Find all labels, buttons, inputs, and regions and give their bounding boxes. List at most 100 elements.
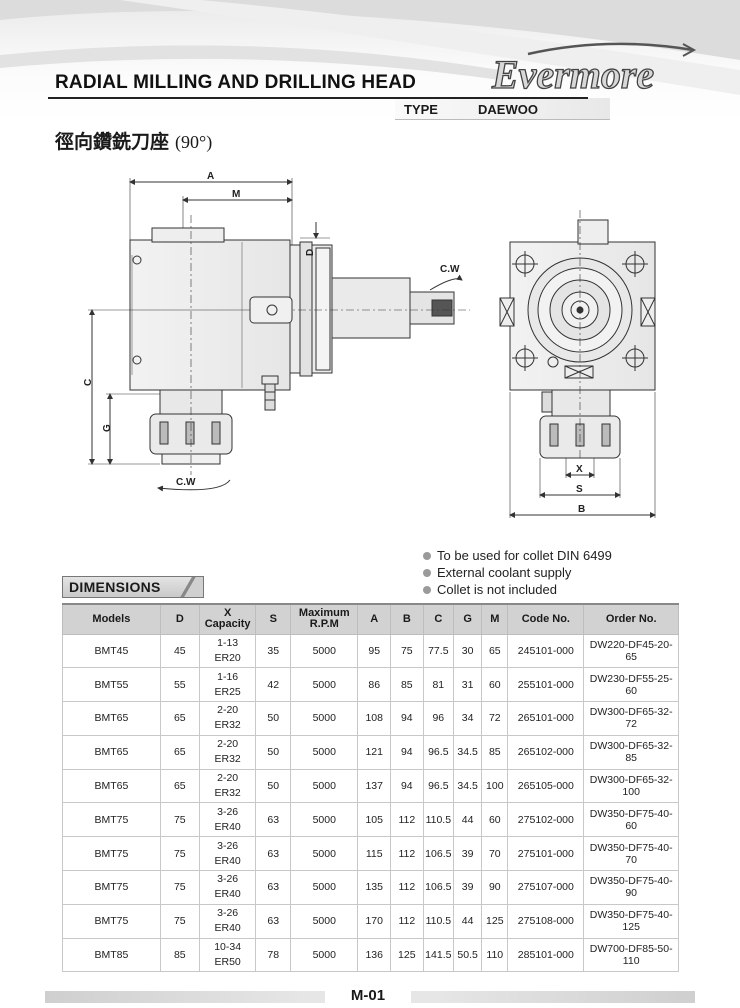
cell-rpm: 5000 — [290, 870, 359, 905]
cell-c: 110.5 — [422, 903, 455, 939]
cell-code: 275108-000 — [507, 903, 585, 939]
cell-order: DW300-DF65-32-85 — [583, 734, 679, 770]
cell-g: 39 — [453, 836, 483, 872]
brand-text: Evermore — [491, 52, 654, 97]
cell-code: 245101-000 — [507, 633, 585, 669]
cell-g: 39 — [453, 870, 483, 905]
cell-c: 96.5 — [422, 734, 455, 770]
cell-g: 50.5 — [453, 937, 483, 973]
cell-rpm: 5000 — [290, 802, 359, 838]
technical-drawing: A M D C.W C G C.W — [83, 171, 656, 518]
cell-a: 137 — [357, 768, 392, 804]
cell-d: 65 — [159, 734, 200, 770]
cell-model: BMT65 — [62, 734, 161, 770]
cell-d: 75 — [159, 836, 200, 872]
cell-b: 112 — [390, 870, 424, 905]
subtitle-angle: (90°) — [175, 132, 213, 152]
cell-s: 63 — [255, 870, 292, 905]
cell-d: 75 — [159, 870, 200, 905]
cell-b: 94 — [390, 734, 424, 770]
cell-b: 94 — [390, 701, 424, 736]
brand-logo: Evermore — [490, 42, 697, 98]
dim-label-a: A — [207, 171, 214, 182]
cell-rpm: 5000 — [290, 734, 359, 770]
cell-c: 106.5 — [422, 870, 455, 905]
subtitle: 徑向鑽銑刀座(90°) — [55, 127, 212, 154]
cell-m: 110 — [481, 937, 509, 973]
cell-c: 77.5 — [422, 633, 455, 669]
cell-rpm: 5000 — [290, 836, 359, 872]
notes-list: To be used for collet DIN 6499 External … — [423, 547, 612, 598]
col-a: A — [357, 603, 392, 635]
col-g: G — [453, 603, 483, 635]
col-code: Code No. — [507, 603, 585, 635]
cell-model: BMT45 — [62, 633, 161, 669]
cell-model: BMT75 — [62, 903, 161, 939]
cell-g: 34.5 — [453, 768, 483, 804]
cell-d: 65 — [159, 701, 200, 736]
cell-s: 35 — [255, 633, 292, 669]
cell-order: DW300-DF65-32-100 — [583, 768, 679, 804]
col-b: B — [390, 603, 424, 635]
cell-model: BMT85 — [62, 937, 161, 973]
dimensions-heading: DIMENSIONS — [62, 576, 204, 598]
cell-s: 50 — [255, 734, 292, 770]
col-models: Models — [62, 603, 161, 635]
cw-label-bottom: C.W — [176, 477, 196, 488]
cell-m: 65 — [481, 633, 509, 669]
cell-s: 50 — [255, 701, 292, 736]
cell-g: 30 — [453, 633, 483, 669]
cell-d: 75 — [159, 802, 200, 838]
side-view — [88, 178, 470, 492]
cell-model: BMT75 — [62, 802, 161, 838]
type-label: TYPE — [404, 102, 438, 117]
cell-model: BMT65 — [62, 768, 161, 804]
cell-rpm: 5000 — [290, 903, 359, 939]
cell-b: 112 — [390, 802, 424, 838]
bullet-icon — [423, 551, 431, 560]
dim-label-b: B — [578, 504, 585, 515]
cell-g: 34.5 — [453, 734, 483, 770]
cell-s: 50 — [255, 768, 292, 804]
front-view — [499, 210, 656, 518]
cell-order: DW300-DF65-32-72 — [583, 701, 679, 736]
subtitle-chinese: 徑向鑽銑刀座 — [55, 131, 170, 153]
cell-d: 85 — [159, 937, 200, 973]
cell-m: 72 — [481, 701, 509, 736]
note-item: Collet is not included — [423, 581, 612, 598]
cell-order: DW220-DF45-20-65 — [583, 633, 679, 669]
cell-a: 136 — [357, 937, 392, 973]
cell-d: 55 — [159, 667, 200, 703]
cell-model: BMT65 — [62, 701, 161, 736]
cell-m: 85 — [481, 734, 509, 770]
cell-m: 125 — [481, 903, 509, 939]
cell-c: 96.5 — [422, 768, 455, 804]
cell-a: 121 — [357, 734, 392, 770]
cell-d: 65 — [159, 768, 200, 804]
bullet-icon — [423, 585, 431, 594]
page-title: RADIAL MILLING AND DRILLING HEAD — [55, 72, 417, 93]
dimensions-heading-text: DIMENSIONS — [69, 579, 161, 595]
cell-s: 78 — [255, 937, 292, 973]
cell-rpm: 5000 — [290, 768, 359, 804]
header-swoosh — [0, 0, 740, 95]
cell-a: 105 — [357, 802, 392, 838]
col-s: S — [255, 603, 292, 635]
cell-order: DW350-DF75-40-90 — [583, 870, 679, 905]
cell-c: 96 — [422, 701, 455, 736]
cell-m: 60 — [481, 667, 509, 703]
cell-b: 125 — [390, 937, 424, 973]
